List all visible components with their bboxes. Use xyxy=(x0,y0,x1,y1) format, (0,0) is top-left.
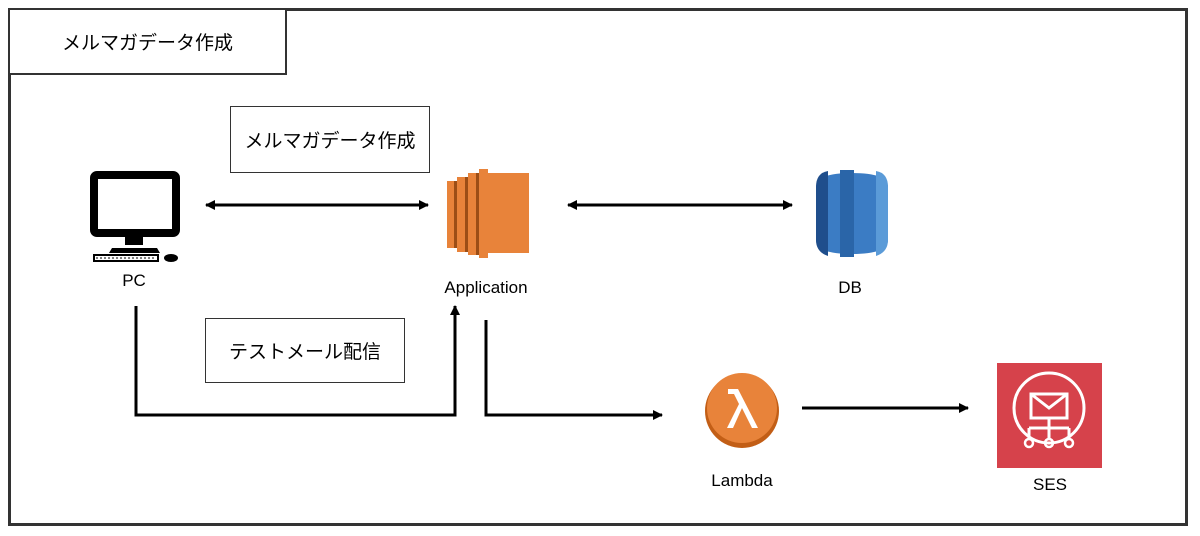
ses-icon xyxy=(997,363,1102,468)
diagram-frame xyxy=(8,8,1188,526)
db-icon xyxy=(816,170,888,257)
ec2-icon xyxy=(447,169,529,258)
edge-label-create: メルマガデータ作成 xyxy=(230,106,430,173)
arrow-pc-to-application-test xyxy=(134,305,460,417)
node-label-ses: SES xyxy=(1032,475,1068,494)
lambda-icon xyxy=(705,373,779,448)
node-label-application: Application xyxy=(444,278,528,297)
edge-label-test-text: テストメール配信 xyxy=(228,341,381,363)
edge-label-test: テストメール配信 xyxy=(205,318,405,383)
pc-icon xyxy=(90,171,180,262)
arrow-application-to-lambda xyxy=(484,320,663,420)
node-label-lambda: Lambda xyxy=(711,471,773,490)
diagram-title-text: メルマガデータ作成 xyxy=(62,32,234,54)
diagram-title: メルマガデータ作成 xyxy=(8,8,287,75)
node-label-pc: PC xyxy=(122,271,146,290)
edge-label-create-text: メルマガデータ作成 xyxy=(244,130,416,152)
node-label-db: DB xyxy=(838,278,862,297)
